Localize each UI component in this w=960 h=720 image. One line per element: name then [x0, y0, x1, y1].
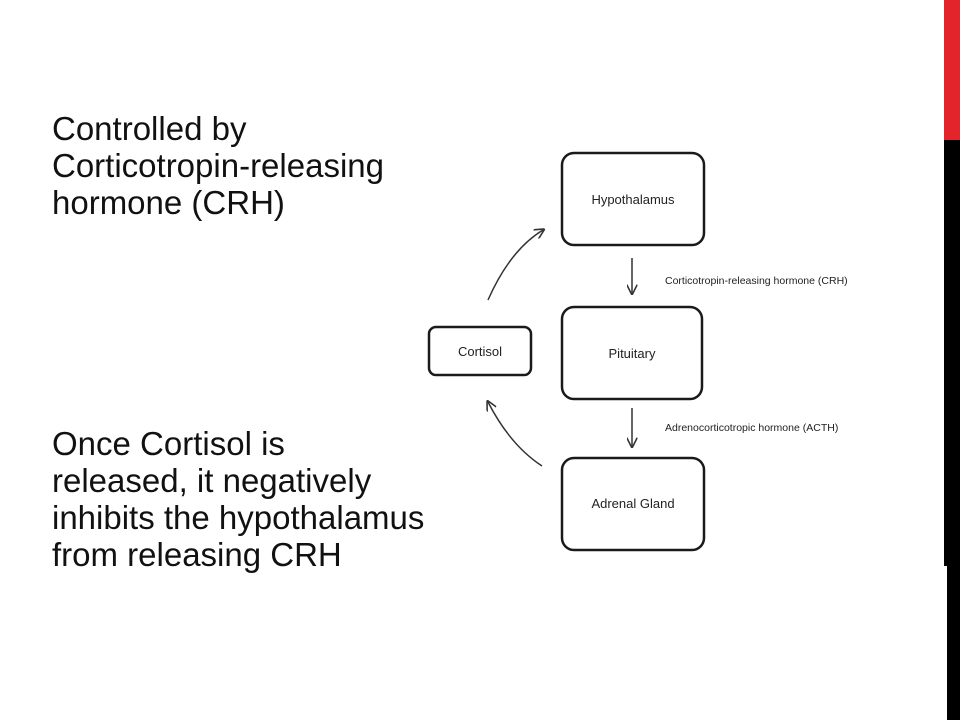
- text-line: Corticotropin-releasing: [52, 147, 384, 184]
- node-label: Hypothalamus: [591, 192, 675, 207]
- arrow-cortisol-to-hypothalamus: [487, 230, 543, 301]
- text-line: from releasing CRH: [52, 536, 342, 573]
- edge-label-acth: Adrenocorticotropic hormone (ACTH): [665, 422, 838, 434]
- edge-accent-notch: [944, 566, 947, 720]
- node-label: Pituitary: [609, 346, 656, 361]
- edge-accent-red: [944, 0, 960, 140]
- text-line: Once Cortisol is: [52, 425, 285, 462]
- text-line: inhibits the hypothalamus: [52, 499, 425, 536]
- edge-accent-black: [944, 140, 960, 720]
- text-line: released, it negatively: [52, 462, 372, 499]
- edge-label-crh: Corticotropin-releasing hormone (CRH): [665, 275, 848, 287]
- text-line: Controlled by: [52, 110, 247, 147]
- hpa-axis-diagram: Hypothalamus Pituitary Adrenal Gland Cor…: [427, 151, 848, 552]
- node-adrenal-gland: Adrenal Gland: [560, 456, 706, 552]
- node-cortisol: Cortisol: [427, 325, 533, 377]
- node-hypothalamus: Hypothalamus: [560, 151, 706, 247]
- text-block-feedback: Once Cortisol is released, it negatively…: [52, 425, 552, 573]
- text-line: hormone (CRH): [52, 184, 285, 221]
- arrow-adrenal-to-cortisol: [488, 402, 543, 467]
- node-label: Adrenal Gland: [591, 496, 674, 511]
- node-label: Cortisol: [458, 344, 502, 359]
- text-block-crh: Controlled by Corticotropin-releasing ho…: [52, 110, 552, 221]
- node-pituitary: Pituitary: [560, 305, 704, 401]
